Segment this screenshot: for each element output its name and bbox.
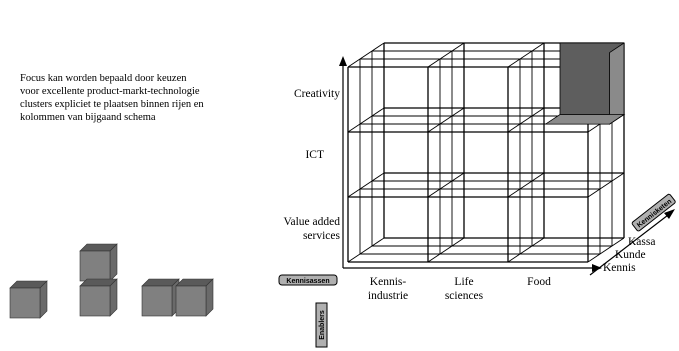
grid-line-z — [347, 107, 385, 133]
grid-line-z — [427, 42, 465, 68]
description-text: Focus kan worden bepaald door keuzen voo… — [20, 72, 280, 124]
kennisassen-tag: Kennisassen — [278, 274, 338, 286]
cube-front-face — [79, 250, 111, 282]
x-label-life: Life — [454, 276, 474, 288]
grid-line-z — [587, 237, 625, 263]
depth-label-kennis: Kennis — [603, 262, 636, 274]
highlighted-cell-food-creativity — [544, 42, 626, 125]
depth-label-kassa: Kassa — [628, 236, 656, 248]
grid-line-z — [507, 172, 545, 198]
grid-line-z — [347, 172, 385, 198]
y-label-creativity: Creativity — [294, 88, 340, 100]
description-line-3: clusters expliciet te plaatsen binnen ri… — [20, 99, 204, 110]
grid-line-z — [507, 107, 545, 133]
x-label-food: Food — [527, 276, 551, 288]
vertical-axis-arrowhead — [339, 56, 347, 66]
grid-line-z — [427, 107, 465, 133]
cube-side-face — [109, 278, 118, 317]
grid-line-z — [507, 42, 545, 68]
y-label-services: services — [302, 230, 340, 242]
enablers-tag: Enablers — [315, 302, 328, 348]
cube-side-face — [109, 243, 118, 282]
cube-side-face — [205, 278, 214, 317]
x-label-kennis: Kennis- — [369, 276, 407, 288]
gray-cube — [9, 280, 48, 319]
gray-cube — [79, 278, 118, 317]
y-label-ict: ICT — [305, 149, 324, 161]
cube-front-face — [79, 285, 111, 317]
x-label-industrie: industrie — [367, 290, 409, 302]
description-line-1: Focus kan worden bepaald door keuzen — [20, 73, 187, 84]
axes — [339, 56, 675, 276]
highlight-side-face — [609, 42, 625, 125]
description-line-4: kolommen van bijgaand schema — [20, 112, 156, 123]
grid-line-z — [507, 237, 545, 263]
gray-cube — [141, 278, 180, 317]
highlight-bottom-face — [544, 114, 626, 125]
cube-front-face — [175, 285, 207, 317]
depth-label-kunde: Kunde — [615, 249, 646, 261]
description-line-2: voor excellente product-markt-technologi… — [20, 86, 200, 97]
cube-side-face — [39, 280, 48, 319]
depth-axis-arrowhead — [664, 209, 675, 219]
gray-cube — [175, 278, 214, 317]
cube-front-face — [9, 287, 41, 319]
gray-cube — [79, 243, 118, 282]
grid-line-z — [347, 42, 385, 68]
grid-line-z — [347, 237, 385, 263]
stacked-cubes-illustration — [9, 243, 214, 319]
depth-axis — [589, 211, 673, 276]
enablers-label: Enablers — [319, 310, 326, 340]
kennisassen-label: Kennisassen — [286, 278, 329, 285]
x-label-sciences: sciences — [444, 290, 484, 302]
cube-front-face — [141, 285, 173, 317]
grid-line-z — [427, 237, 465, 263]
grid-line-z — [427, 172, 465, 198]
horizontal-axis-arrowhead — [592, 264, 602, 272]
grid-line-z — [587, 172, 625, 198]
y-label-value-added: Value added — [283, 216, 340, 228]
